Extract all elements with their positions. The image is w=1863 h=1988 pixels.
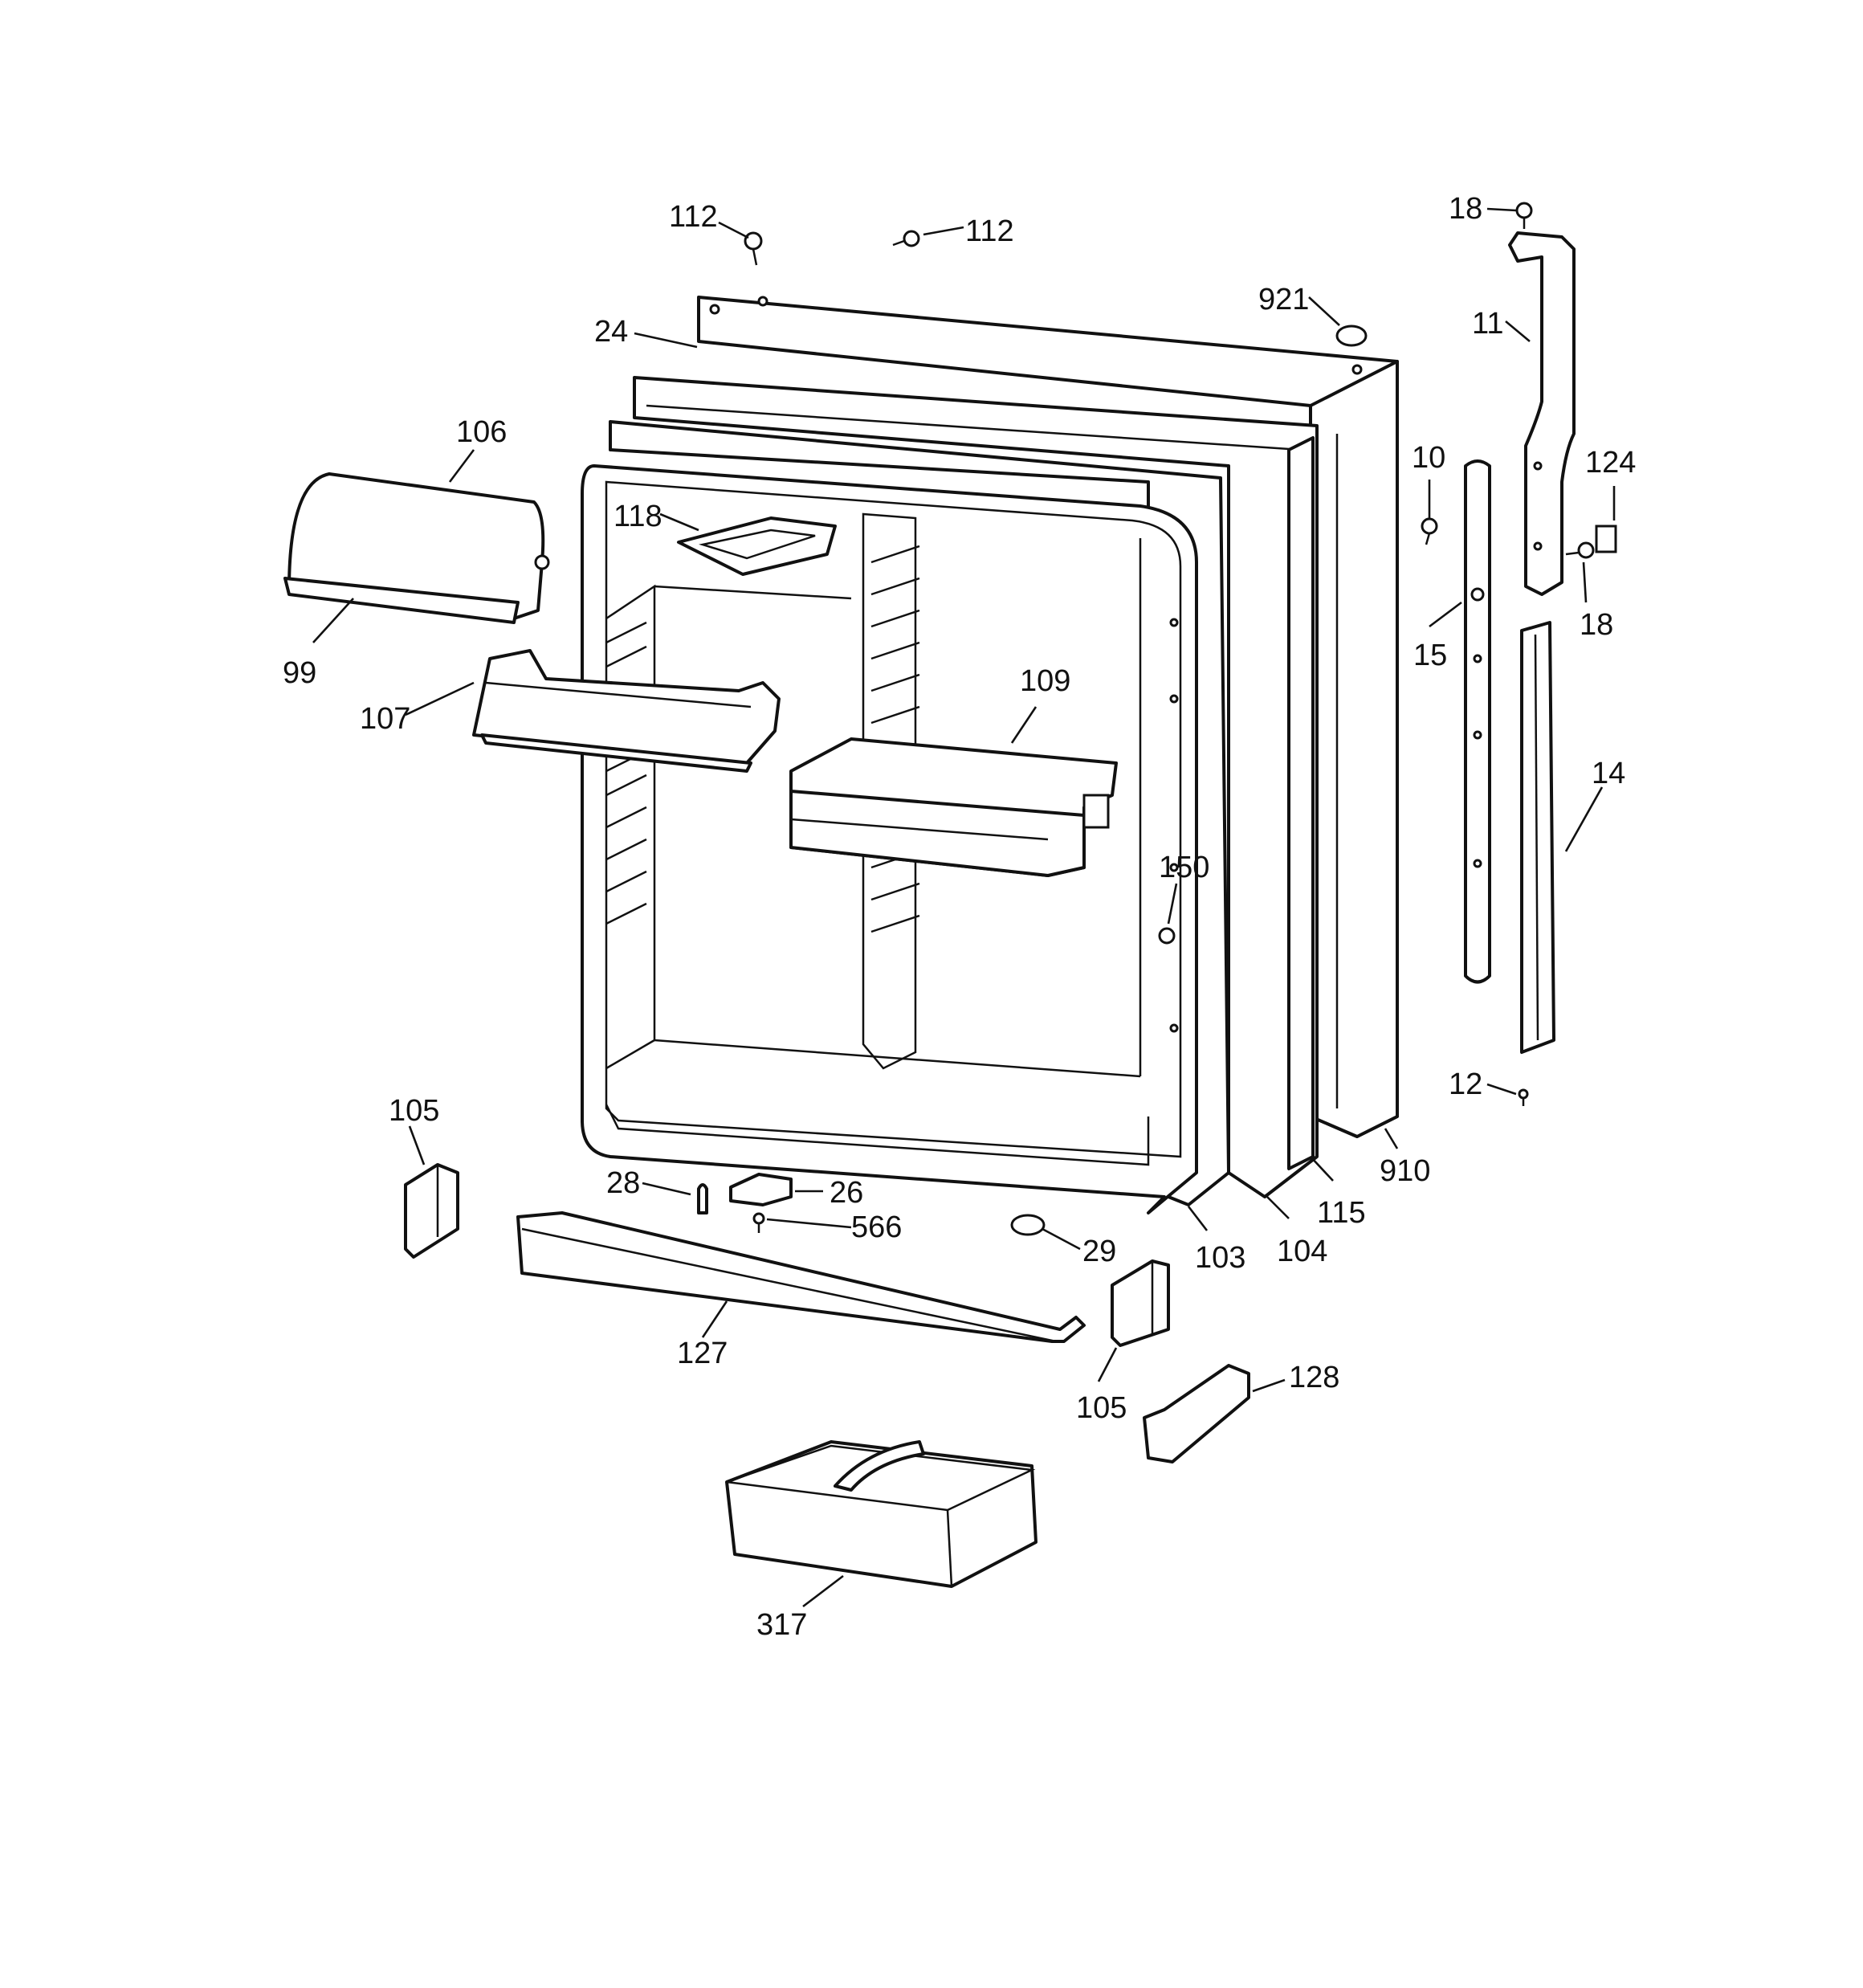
hinge-plate-26 <box>729 1173 793 1206</box>
callout-99: 99 <box>283 656 316 690</box>
callout-109: 109 <box>1020 664 1070 698</box>
cap-29 <box>1010 1214 1046 1236</box>
callout-10: 10 <box>1412 441 1445 475</box>
door-handle <box>1508 231 1576 596</box>
dairy-door <box>283 472 550 624</box>
callout-labels: 112 112 18 921 24 11 106 10 124 118 18 9… <box>283 192 1636 1642</box>
outer-door-panel <box>697 296 1399 1138</box>
screw-566 <box>752 1212 765 1233</box>
screw-112b <box>892 230 920 247</box>
screw-12 <box>1518 1088 1529 1106</box>
callout-127: 127 <box>677 1337 728 1370</box>
leader-lines <box>312 207 1616 1608</box>
screw-150 <box>1158 927 1176 945</box>
callout-106: 106 <box>456 415 507 449</box>
callout-28: 28 <box>606 1166 640 1200</box>
left-shelf-rests <box>605 621 647 925</box>
callout-26: 26 <box>830 1176 863 1210</box>
door-gasket <box>633 376 1319 1198</box>
callout-105a: 105 <box>389 1094 439 1128</box>
cover-128 <box>1143 1364 1250 1463</box>
callout-105b: 105 <box>1076 1391 1127 1425</box>
bracket-105-right <box>1111 1259 1170 1347</box>
callout-104: 104 <box>1277 1235 1327 1268</box>
callout-115: 115 <box>1317 1196 1366 1230</box>
bracket-124 <box>1595 525 1617 553</box>
callout-566: 566 <box>851 1210 902 1244</box>
callout-150: 150 <box>1159 851 1209 884</box>
callout-112b: 112 <box>965 214 1014 248</box>
callout-18a: 18 <box>1449 192 1482 226</box>
screw-10 <box>1421 517 1438 545</box>
basket-317 <box>725 1440 1037 1588</box>
callout-24: 24 <box>594 315 628 349</box>
stud-28 <box>697 1183 708 1214</box>
screw-18b <box>1565 541 1595 559</box>
callout-128: 128 <box>1289 1361 1339 1394</box>
callout-11: 11 <box>1472 307 1503 341</box>
callout-112a: 112 <box>669 200 718 234</box>
bracket-105-left <box>404 1163 459 1259</box>
callout-103: 103 <box>1195 1241 1245 1275</box>
callout-910: 910 <box>1380 1154 1430 1188</box>
handle-base-14 <box>1520 621 1555 1054</box>
screw-112a <box>744 231 763 266</box>
callout-124: 124 <box>1585 446 1636 480</box>
callout-317: 317 <box>756 1608 807 1642</box>
door-shelf-107 <box>472 649 781 773</box>
bottom-trim-127 <box>516 1211 1086 1343</box>
callout-107: 107 <box>360 702 410 736</box>
callout-12: 12 <box>1449 1067 1482 1101</box>
door-bin-109 <box>789 737 1118 877</box>
callout-18b: 18 <box>1580 608 1613 642</box>
trim-strip-15 <box>1464 459 1491 984</box>
breaker-strip <box>1287 436 1315 1170</box>
small-tray <box>677 516 837 576</box>
callout-921: 921 <box>1258 283 1309 316</box>
plug-921 <box>1335 325 1368 347</box>
callout-15: 15 <box>1413 639 1447 672</box>
screws <box>744 202 1595 1106</box>
screw-18a <box>1515 202 1533 229</box>
callout-14: 14 <box>1592 757 1625 790</box>
callout-118: 118 <box>614 500 662 533</box>
callout-29: 29 <box>1082 1235 1116 1268</box>
